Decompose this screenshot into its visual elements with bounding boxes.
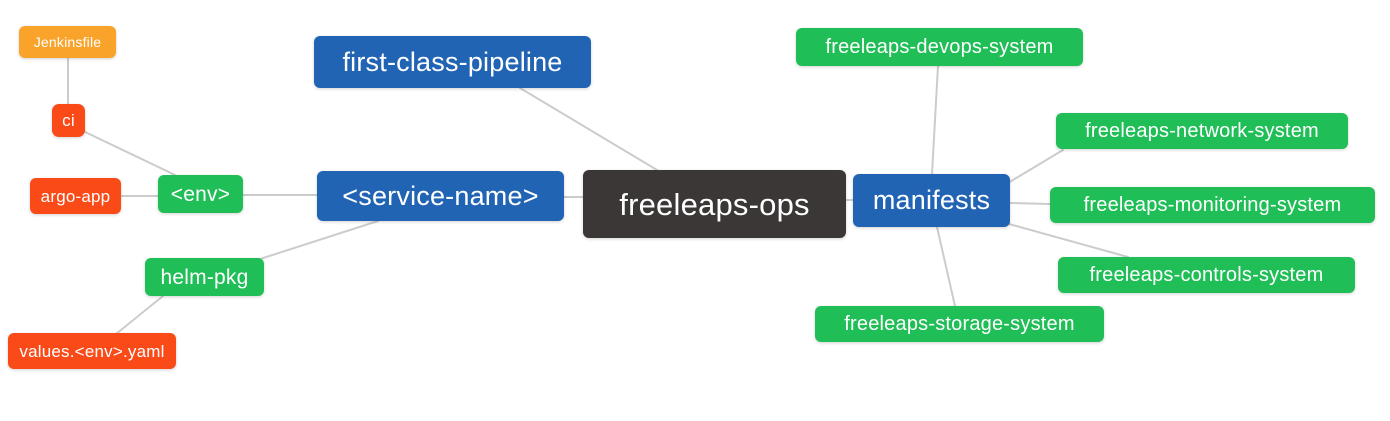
node-freeleaps-network-system: freeleaps-network-system <box>1056 113 1348 149</box>
node-freeleaps-storage-system: freeleaps-storage-system <box>815 306 1104 342</box>
node-jenkinsfile: Jenkinsfile <box>19 26 116 58</box>
node-freeleaps-devops-system: freeleaps-devops-system <box>796 28 1083 66</box>
edge-manifests-monitoring <box>1009 202 1051 205</box>
node-freeleaps-monitoring-system: freeleaps-monitoring-system <box>1050 187 1375 223</box>
node-env: <env> <box>158 175 243 213</box>
node-argo-app: argo-app <box>30 178 121 214</box>
node-values-env-yaml: values.<env>.yaml <box>8 333 176 369</box>
node-service-name: <service-name> <box>317 171 564 221</box>
node-freeleaps-ops-root: freeleaps-ops <box>583 170 846 238</box>
edge-pipeline-root <box>519 87 658 171</box>
edge-manifests-storage <box>936 226 956 307</box>
node-manifests: manifests <box>853 174 1010 227</box>
node-ci: ci <box>52 104 85 137</box>
node-first-class-pipeline: first-class-pipeline <box>314 36 591 88</box>
edge-manifests-devops <box>931 65 939 175</box>
edge-manifests-controls <box>1008 223 1129 258</box>
edge-service-name-helm-pkg <box>259 220 379 260</box>
edge-helm-pkg-values <box>115 295 164 335</box>
edge-ci-env <box>82 130 176 176</box>
node-helm-pkg: helm-pkg <box>145 258 264 296</box>
edge-manifests-network <box>1007 149 1064 184</box>
node-freeleaps-controls-system: freeleaps-controls-system <box>1058 257 1355 293</box>
